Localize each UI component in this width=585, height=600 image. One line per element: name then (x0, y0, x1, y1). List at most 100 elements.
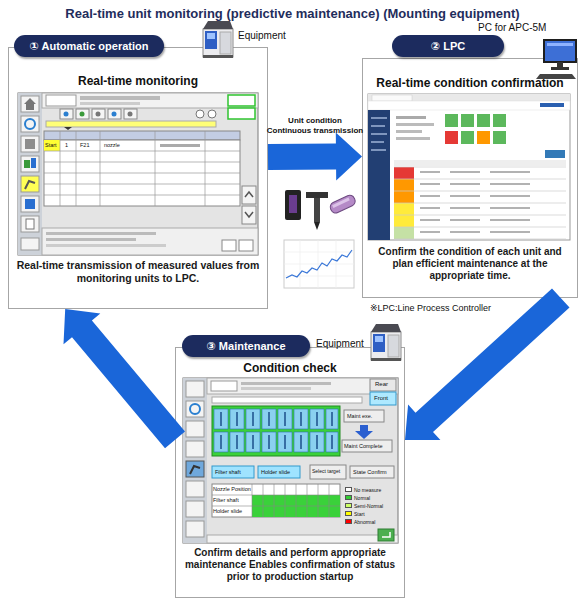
monitoring-screen-part (42, 93, 258, 108)
unit-images-part-part (332, 198, 350, 208)
condition-screen-part (212, 484, 340, 517)
screen-text: Select target (312, 469, 340, 475)
monitoring-screen-part (76, 109, 89, 119)
lpc-screen-part (477, 131, 490, 144)
lpc-screen-part (396, 130, 422, 133)
monitoring-screen-part (160, 144, 200, 147)
monitoring-screen-part (196, 110, 204, 118)
equipment-icon-part (371, 324, 401, 361)
monitoring-screen-part (222, 240, 236, 251)
monitoring-screen-part (208, 110, 216, 118)
monitoring-screen-part (21, 96, 39, 112)
screen-text: Filter shaft (215, 469, 241, 475)
monitoring-screen-part (128, 112, 133, 117)
condition-screen-part (221, 412, 332, 449)
condition-screen-part (183, 378, 207, 543)
monitoring-screen-part (242, 186, 256, 204)
condition-screen-part (212, 484, 340, 517)
lpc-screen-part (396, 137, 430, 140)
pc-icon-part (544, 40, 576, 62)
monitoring-screen-part (25, 119, 35, 129)
lpc-screen-part (477, 114, 490, 127)
lpc-screen-part (445, 131, 458, 144)
lpc-screen-part (368, 94, 570, 240)
monitoring-screen-part (25, 139, 35, 149)
monitoring-screen-part (96, 112, 101, 117)
lpc-screen-part (368, 110, 390, 240)
monitoring-screen-part (80, 112, 85, 117)
monitoring-screen-part (46, 238, 136, 241)
legend-row: Start (345, 511, 365, 517)
panel-caption: Confirm details and perform appropriate … (182, 547, 398, 584)
unit-images-part (284, 240, 354, 288)
condition-screen-part (186, 381, 204, 397)
monitoring-screen-part (46, 95, 76, 106)
monitoring-screen-part (24, 98, 36, 110)
unit-images-part (289, 195, 297, 213)
legend-text: No measure (354, 487, 381, 493)
unit-images-part (286, 250, 352, 278)
condition-screen-part (355, 425, 373, 439)
panel-caption: Confirm the condition of each unit and p… (369, 246, 571, 283)
monitoring-screen-part (44, 131, 240, 140)
condition-screen-part (207, 378, 398, 394)
screen-text: nozzle (104, 142, 120, 148)
screen-text: Nozzle Position (213, 486, 251, 492)
condition-screen-part (186, 521, 204, 537)
annotation-label: Equipment (238, 30, 286, 41)
pc-icon-part (557, 62, 563, 67)
pc-icon-part (536, 74, 576, 79)
lpc-screen-part (545, 150, 565, 158)
monitoring-screen-part (92, 109, 105, 119)
condition-screen-part (350, 466, 394, 478)
condition-screen-part (382, 532, 390, 537)
annotation-label: ※LPC:Line Process Controller (370, 304, 491, 314)
condition-screen-part (186, 461, 204, 477)
monitoring-screen-part (242, 206, 256, 224)
monitoring-screen-part (24, 160, 30, 168)
step-label: ③ Maintenance (207, 340, 286, 353)
screen-text: Rear (375, 381, 388, 388)
lpc-screen-part (445, 114, 458, 127)
condition-screen-part (370, 379, 396, 391)
lpc-screen-part (394, 167, 566, 239)
screen-text: Filter shaft (213, 497, 239, 503)
monitoring-screen-part (46, 121, 216, 127)
condition-screen-part (186, 421, 204, 437)
screen-text: Holder slide (261, 469, 290, 475)
monitoring-screen-part (26, 219, 34, 229)
unit-images-part (306, 192, 328, 198)
lpc-screen-part (493, 131, 506, 144)
monitoring-screen-part (46, 232, 156, 235)
condition-screen-part (190, 404, 200, 414)
monitoring-screen (18, 93, 258, 255)
legend-swatch (345, 487, 352, 492)
legend-text: Start (354, 511, 365, 517)
screen-text: Holder slide (213, 508, 242, 514)
unit-images-part (329, 194, 357, 215)
lpc-screen-part (372, 95, 412, 101)
lpc-screen-part (394, 191, 414, 203)
lpc-screen-part (371, 118, 387, 150)
legend-row: No measure (345, 487, 381, 493)
monitoring-screen-part (245, 212, 253, 217)
screen-text: Front (374, 395, 388, 402)
screen-text: F21 (80, 142, 89, 148)
flow-arrow (64, 309, 186, 448)
monitoring-screen-part (21, 136, 39, 152)
monitoring-screen-part (228, 108, 255, 119)
step-label: ② LPC (431, 40, 465, 53)
unit-images-part-part (329, 194, 357, 215)
monitoring-screen-part (60, 109, 73, 119)
condition-screen-part (183, 378, 398, 543)
monitoring-screen-part (21, 176, 39, 192)
lpc-screen-part (394, 203, 414, 215)
monitoring-screen-part (42, 228, 258, 255)
diagram-title: Real-time unit monitoring (predictive ma… (0, 6, 585, 21)
monitoring-screen-part (21, 196, 39, 212)
lpc-screen-part (394, 179, 414, 191)
monitoring-screen-part (21, 156, 39, 172)
lpc-screen-part (540, 103, 564, 107)
